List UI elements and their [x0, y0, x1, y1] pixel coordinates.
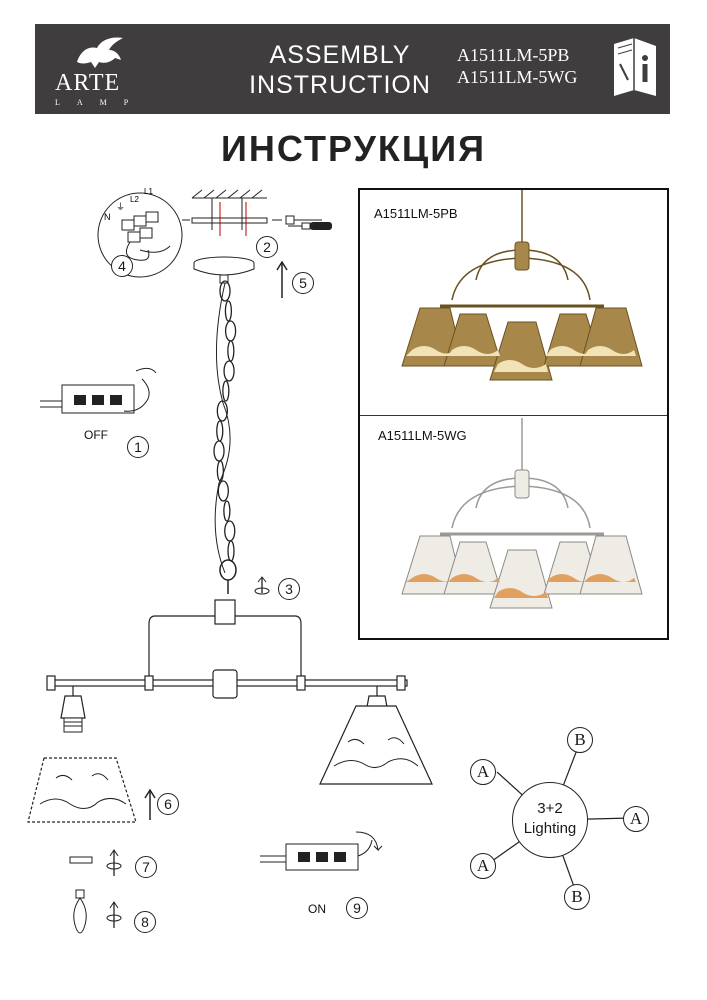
- chain: [213, 280, 237, 574]
- l2-label: L2: [130, 195, 139, 204]
- brand-name: ARTE: [55, 70, 121, 96]
- step-1-badge: 1: [127, 436, 149, 458]
- chain-link: [224, 520, 236, 542]
- group-b-top: B: [567, 727, 593, 753]
- wiring-detail-diagram: N ⏚ L2 L1: [97, 187, 183, 278]
- lighting-mode-center: 3+2 Lighting: [512, 782, 588, 858]
- brand-subtitle: LAMP: [55, 98, 146, 107]
- chain-link: [223, 500, 231, 522]
- chain-link: [213, 440, 225, 462]
- lighting-word: Lighting: [523, 820, 577, 837]
- chain-link: [217, 480, 229, 502]
- earth-label: ⏚: [116, 202, 125, 212]
- l1-label: L1: [144, 187, 153, 196]
- chain-link: [222, 380, 230, 402]
- rotate-arrow-8-icon: [106, 901, 122, 928]
- step-4-badge: 4: [111, 255, 133, 277]
- chain-link: [224, 300, 233, 322]
- switch-off-diagram: [40, 367, 157, 414]
- model-numbers: A1511LM-5PB A1511LM-5WG: [457, 44, 607, 88]
- shade-loose: [27, 757, 137, 823]
- info-book-icon: [614, 38, 656, 96]
- socket: [63, 717, 83, 733]
- step-2-badge: 2: [256, 236, 278, 258]
- document-title: ASSEMBLY INSTRUCTION: [230, 40, 450, 100]
- griffin-icon: [77, 37, 123, 68]
- chain-link: [227, 540, 235, 562]
- title-line-2: INSTRUCTION: [249, 71, 431, 99]
- neutral-label: N: [104, 212, 111, 222]
- shade-mounted: [319, 705, 433, 785]
- chain-link: [227, 340, 235, 362]
- chandelier-white-photo: [401, 418, 643, 609]
- up-arrow-5: [276, 260, 288, 298]
- page-title: ИНСТРУКЦИЯ: [221, 128, 486, 169]
- model-number-2: A1511LM-5WG: [457, 67, 578, 87]
- chain-link: [219, 280, 231, 302]
- chain-link: [216, 460, 225, 482]
- ceiling-mount-diagram: [182, 189, 322, 236]
- up-arrow-6: [144, 788, 156, 820]
- step-3-badge: 3: [278, 578, 300, 600]
- lighting-count: 3+2: [537, 800, 563, 817]
- step-8-badge: 8: [134, 911, 156, 933]
- model-number-1: A1511LM-5PB: [457, 45, 570, 65]
- step-7-badge: 7: [135, 856, 157, 878]
- group-a-right: A: [623, 806, 649, 832]
- header-banner: ARTE LAMP ASSEMBLY INSTRUCTION A1511LM-5…: [35, 24, 670, 114]
- title-line-1: ASSEMBLY: [269, 41, 411, 69]
- group-a-left-top: A: [470, 759, 496, 785]
- chain-link: [224, 320, 237, 342]
- photo-divider: [360, 415, 667, 416]
- on-label: ON: [308, 902, 326, 916]
- canopy: [193, 256, 255, 284]
- group-a-left-bottom: A: [470, 853, 496, 879]
- off-label: OFF: [84, 428, 108, 442]
- chain-link: [223, 360, 235, 382]
- hook-ring: [219, 559, 237, 594]
- screwdriver-icon: [288, 222, 332, 230]
- step-5-badge: 5: [292, 272, 314, 294]
- chandelier-brass-photo: [401, 190, 643, 381]
- photo-label-white: A1511LM-5WG: [378, 428, 467, 443]
- switch-on-diagram: [260, 831, 383, 871]
- rotate-arrow-7-icon: [106, 849, 122, 876]
- step-6-badge: 6: [157, 793, 179, 815]
- step-9-badge: 9: [346, 897, 368, 919]
- photo-label-brass: A1511LM-5PB: [374, 206, 458, 221]
- brand-logo: ARTE LAMP: [47, 32, 157, 110]
- retaining-ring: [69, 856, 93, 864]
- chain-link: [216, 420, 224, 442]
- product-photos-panel: A1511LM-5PB A1511LM-5WG: [358, 188, 669, 640]
- candle-bulb-icon: [73, 889, 87, 934]
- group-b-bottom: B: [564, 884, 590, 910]
- rotate-arrow-3-icon: [254, 576, 270, 595]
